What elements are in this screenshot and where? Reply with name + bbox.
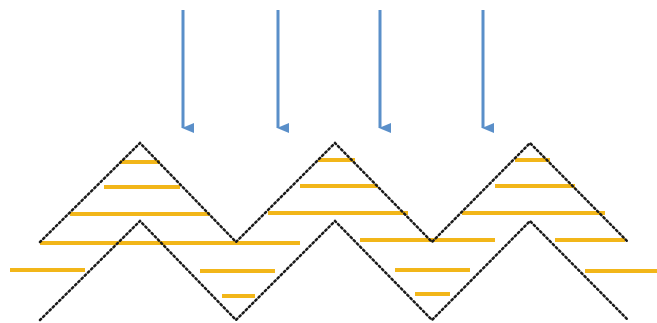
lower-zigzag-line xyxy=(38,219,630,322)
zigzag-lines xyxy=(38,141,630,322)
fill-bars xyxy=(10,158,657,298)
incident-arrows xyxy=(181,10,494,133)
upper-zigzag-line xyxy=(38,141,630,244)
